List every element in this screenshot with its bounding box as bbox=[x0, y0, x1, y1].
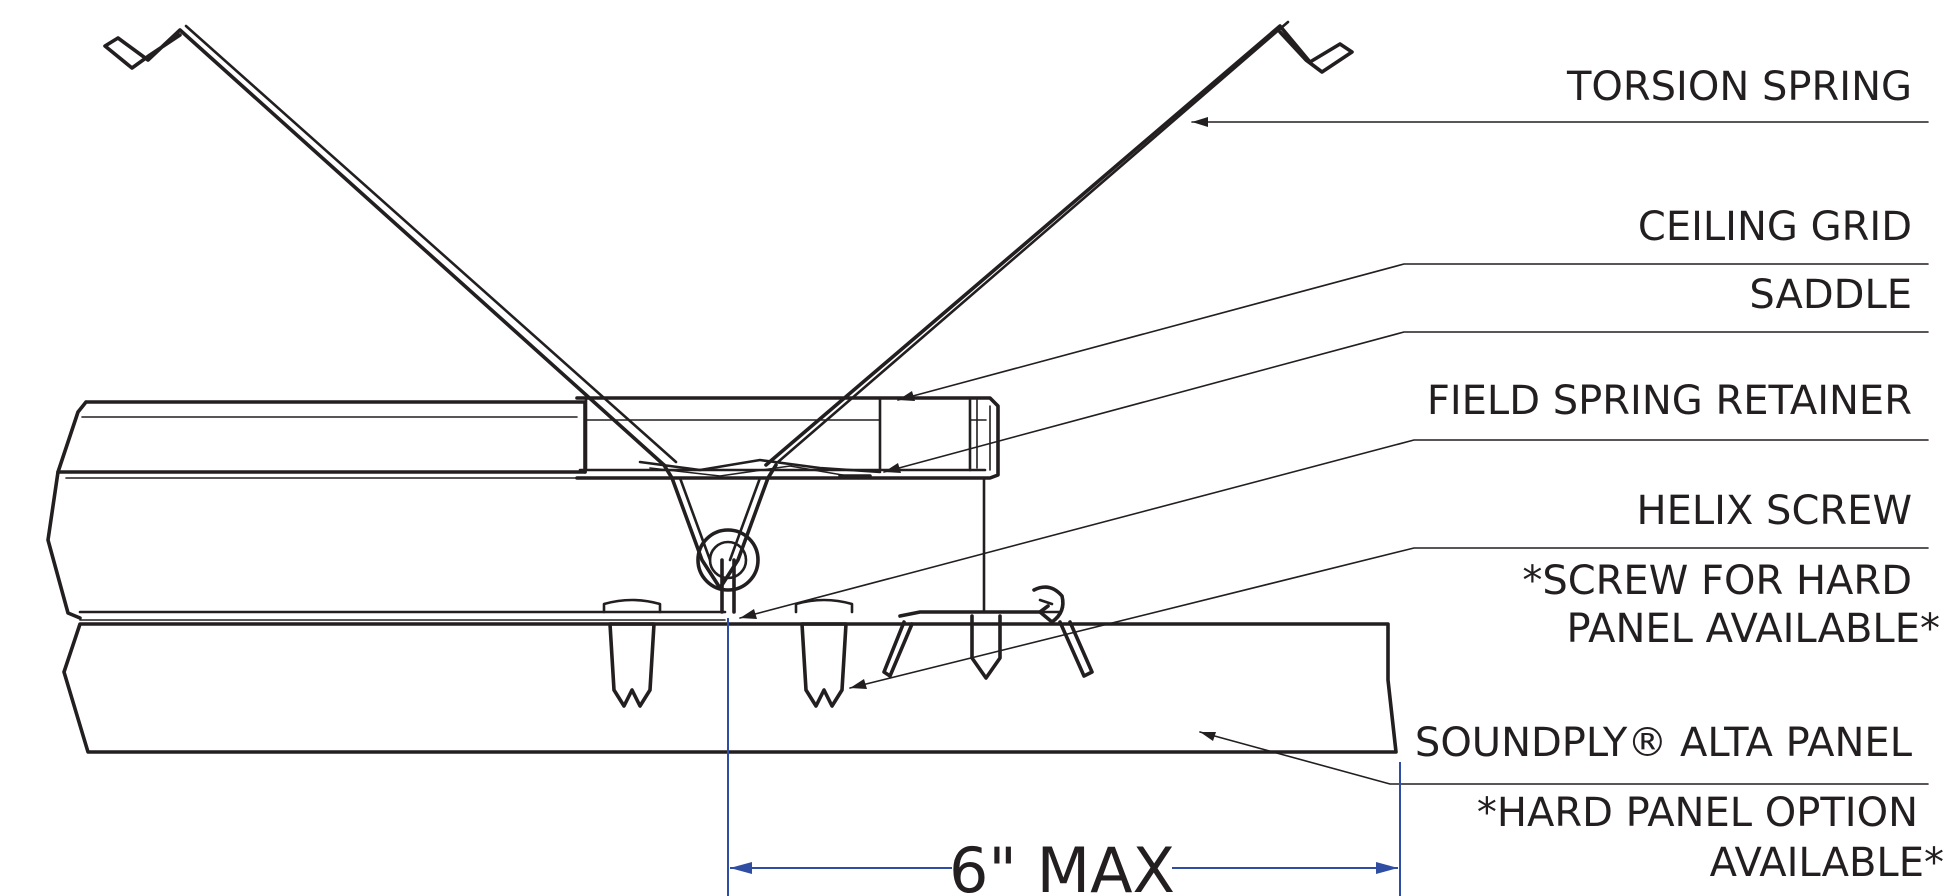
dimension-label: 6" MAX bbox=[949, 834, 1175, 896]
label-field-spring-retainer: FIELD SPRING RETAINER bbox=[1427, 378, 1912, 424]
dimension-6in-max: 6" MAX bbox=[727, 618, 1401, 896]
helix-screw-left bbox=[602, 598, 662, 708]
saddle bbox=[638, 458, 882, 479]
label-saddle: SADDLE bbox=[1749, 272, 1912, 318]
label-ceiling-grid: CEILING GRID bbox=[1638, 204, 1912, 250]
field-spring-retainer bbox=[882, 585, 1094, 680]
label-soundply-panel: SOUNDPLY® ALTA PANEL bbox=[1415, 720, 1913, 766]
label-screw-note-1: *SCREW FOR HARD bbox=[1522, 558, 1912, 604]
torsion-spring bbox=[103, 20, 1354, 614]
soundply-panel bbox=[62, 622, 1398, 754]
leader-lines bbox=[739, 117, 1929, 785]
label-hard-panel-2: AVAILABLE* bbox=[1710, 840, 1944, 886]
label-screw-note-2: PANEL AVAILABLE* bbox=[1567, 606, 1940, 652]
label-helix-screw: HELIX SCREW bbox=[1637, 488, 1913, 534]
label-hard-panel-1: *HARD PANEL OPTION bbox=[1477, 790, 1918, 836]
callout-labels: TORSION SPRING CEILING GRID SADDLE FIELD… bbox=[1415, 64, 1944, 886]
helix-screw-right bbox=[794, 598, 854, 708]
label-torsion-spring: TORSION SPRING bbox=[1566, 64, 1912, 110]
